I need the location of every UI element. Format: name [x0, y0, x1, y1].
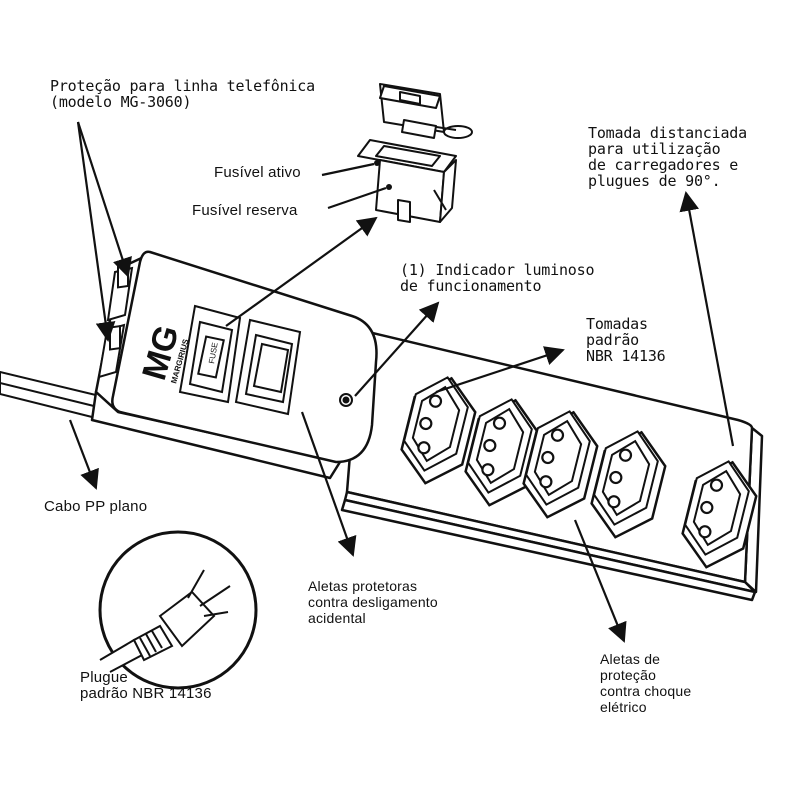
label-telephone-protection: Proteção para linha telefônica (modelo M…	[50, 77, 315, 111]
label-standard-sockets: Tomadas padrão NBR 14136	[586, 315, 666, 365]
label-shock-tabs: Aletas de proteção contra choque elétric…	[600, 651, 692, 715]
label-plug-standard: Plugue padrão NBR 14136	[80, 669, 212, 702]
label-spare-fuse: Fusível reserva	[192, 202, 298, 219]
indicator-light	[339, 393, 353, 407]
socket-pin-hole	[539, 475, 553, 489]
label-power-indicator: (1) Indicador luminoso de funcionamento	[400, 261, 595, 295]
socket-3	[522, 410, 599, 519]
socket-pin-hole	[483, 438, 497, 453]
socket-pin-hole	[419, 416, 433, 431]
socket-1	[400, 376, 477, 485]
socket-pin-hole	[607, 495, 621, 509]
plug-inset	[98, 530, 258, 690]
label-disconnect-tabs: Aletas protetoras contra desligamento ac…	[308, 578, 438, 626]
socket-pin-hole	[428, 394, 443, 408]
label-flat-cable: Cabo PP plano	[44, 498, 148, 515]
flat-cable	[0, 370, 102, 420]
socket-4	[590, 430, 667, 539]
label-spaced-socket: Tomada distanciada para utilização de ca…	[588, 124, 747, 190]
socket-pin-hole	[550, 428, 565, 442]
socket-2	[464, 398, 541, 507]
label-active-fuse: Fusível ativo	[214, 164, 301, 181]
fuse-label: FUSE	[207, 342, 220, 365]
sockets-group	[400, 376, 758, 569]
socket-pin-hole	[609, 470, 623, 485]
fuse-parts-exploded	[357, 83, 473, 223]
leader-lines	[68, 121, 735, 643]
socket-pin-hole	[698, 525, 712, 539]
socket-pin-hole	[618, 448, 633, 462]
power-switch[interactable]	[234, 318, 302, 416]
socket-pin-hole	[541, 450, 555, 465]
fuse-holder[interactable]: FUSE	[178, 304, 242, 404]
socket-pin-hole	[481, 463, 495, 477]
socket-pin-hole	[709, 478, 724, 492]
socket-5	[681, 460, 758, 569]
socket-pin-hole	[700, 500, 714, 515]
socket-pin-hole	[492, 416, 507, 430]
socket-pin-hole	[417, 441, 431, 455]
